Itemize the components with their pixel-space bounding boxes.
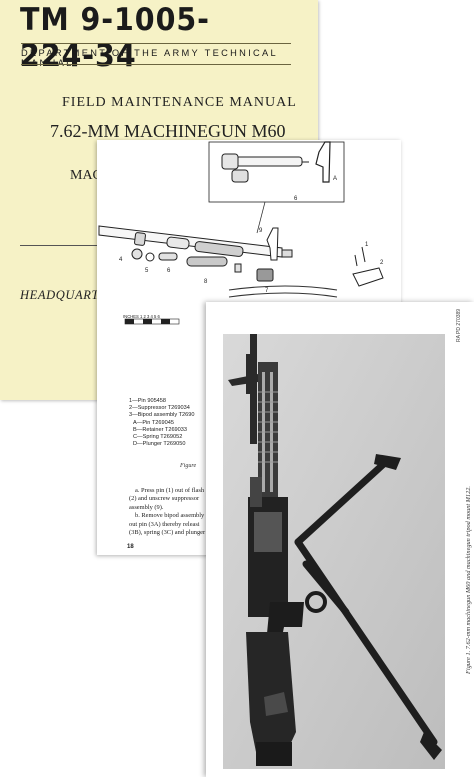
legend-item: D—Plunger T269050: [133, 441, 186, 448]
instruction-line: (2) and unscrew suppressor: [129, 495, 200, 503]
ra-code: RA PD 270389: [456, 308, 462, 342]
main-barrel-assembly: [98, 225, 293, 261]
instruction-line: assembly (9).: [129, 503, 164, 511]
page-number: 18: [127, 544, 134, 550]
tripod-mount: [294, 456, 438, 746]
legend-item: A—Pin T269045: [133, 419, 174, 426]
photo-page: RA PD 270389 Figure 1. 7.62-mm machinegu…: [206, 302, 474, 777]
legend-item: B—Retainer T269033: [133, 426, 188, 433]
subtitle-fragment: MAC: [70, 168, 102, 183]
legend-item: 1—Pin 905458: [129, 398, 167, 404]
department-line: DEPARTMENT OF THE ARMY TECHNICAL MANUAL: [21, 48, 278, 68]
cover-divider: [20, 245, 100, 246]
instructions-text: a. Press pin (1) out of flash (2) and un…: [129, 487, 309, 537]
callout-8: 8: [204, 279, 208, 285]
callout-a: A: [333, 176, 337, 182]
headquarters-fragment: HEADQUARTE: [20, 288, 108, 302]
instruction-line: out pin (3A) thereby releasi: [129, 520, 200, 528]
instruction-line: (3B), spring (3C) and plunger: [129, 529, 206, 537]
exploded-view-drawing: A 6 9 4 5 6 7 8 1: [98, 141, 384, 325]
instruction-line: b. Remove bipod assembly: [135, 512, 205, 520]
gun-barrel: [228, 334, 258, 444]
legend-item: 3—Bipod assembly T2690: [129, 412, 195, 419]
callout-6-inset: 6: [294, 196, 298, 202]
instruction-line: a. Press pin (1) out of flash: [135, 487, 205, 494]
cover-rule-top: [21, 43, 291, 44]
tripod-feet: [374, 454, 442, 760]
callout-7: 7: [265, 288, 269, 294]
machinegun-photo: [223, 334, 445, 769]
inset-box: [208, 141, 345, 203]
scale-label: INCHES 1 2 3 4 5 6: [123, 314, 160, 319]
parts-legend: 1—Pin 905458 2—Suppressor T269034 3—Bipo…: [129, 398, 195, 448]
small-parts: [131, 246, 384, 287]
callout-9: 9: [259, 228, 263, 234]
callout-1: 1: [365, 242, 369, 248]
inset-barrel-part: [221, 153, 309, 183]
cover-rule-bottom: [21, 64, 291, 65]
leader-line: [256, 201, 266, 234]
ammo-belt: [228, 285, 338, 298]
legend-item: C—Spring T269052: [133, 434, 183, 441]
gun-receiver: [248, 477, 288, 617]
manual-type: FIELD MAINTENANCE MANUAL: [62, 95, 297, 110]
callout-5: 5: [145, 268, 149, 274]
tm-number: TM 9-1005-224-34: [20, 2, 210, 74]
figure-1-caption: Figure 1. 7.62-mm machinegun M60 and mac…: [465, 486, 472, 674]
manual-title: 7.62-MM MACHINEGUN M60: [50, 121, 286, 141]
callout-6: 6: [167, 268, 171, 274]
callout-4: 4: [119, 257, 123, 263]
inset-sight-part: [315, 141, 331, 183]
figure-caption-fragment: Figure: [180, 463, 197, 469]
inches-scale-bar: INCHES 1 2 3 4 5 6: [123, 314, 180, 325]
heat-fins: [258, 391, 278, 463]
legend-item: 2—Suppressor T269034: [129, 405, 190, 412]
gun-stock: [246, 632, 296, 766]
callout-2: 2: [380, 260, 384, 266]
